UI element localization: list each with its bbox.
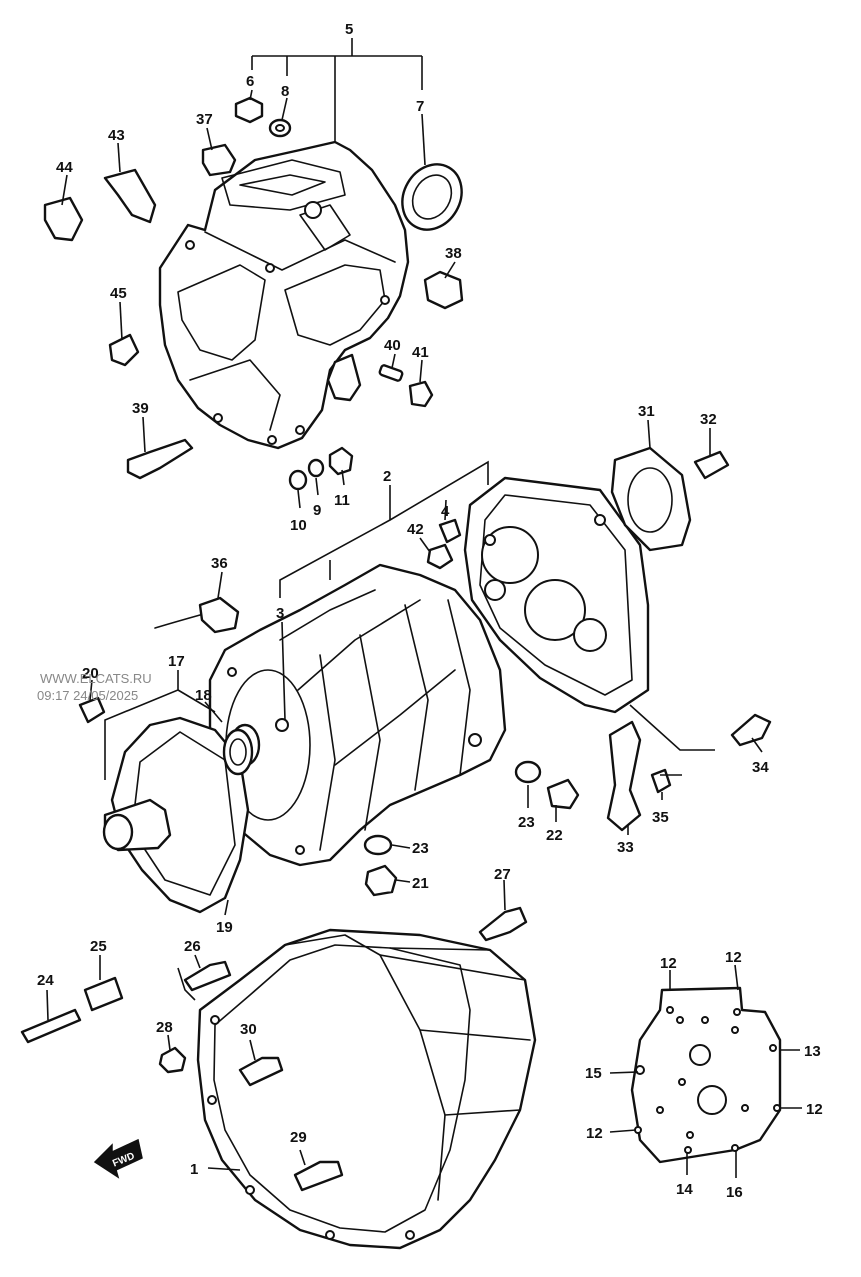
callout-39: 39 [132,400,149,417]
gasket-31 [610,446,692,552]
callout-19: 19 [216,919,233,936]
callout-12-top-left: 12 [660,955,677,972]
leader-lines [46,38,802,1178]
callout-35: 35 [652,809,669,826]
parts-middle-small [78,450,772,897]
watermark-timestamp: 09:17 24/05/2025 [37,688,138,703]
cover-gasket [630,986,782,1164]
callout-44: 44 [56,159,73,176]
parts-top-small [43,96,464,491]
watermark: WWW.ELCATS.RU 09:17 24/05/2025 [37,671,152,703]
callout-38: 38 [445,245,462,262]
adapter-plate [463,476,650,714]
callout-23-upper: 23 [518,814,535,831]
callout-30: 30 [240,1021,257,1038]
transmission-case [208,563,507,867]
callout-37: 37 [196,111,213,128]
callout-28: 28 [156,1019,173,1036]
callout-45: 45 [110,285,127,302]
callout-14: 14 [676,1181,693,1198]
callout-34: 34 [752,759,769,776]
callout-15: 15 [585,1065,602,1082]
callout-36: 36 [211,555,228,572]
callout-9: 9 [313,502,321,519]
callout-26: 26 [184,938,201,955]
callout-27: 27 [494,866,511,883]
parts-bottom-small [20,906,528,1192]
callout-5: 5 [345,21,353,38]
callout-4: 4 [441,503,450,520]
callout-12-right: 12 [806,1101,823,1118]
clutch-housing [196,928,537,1250]
callout-29: 29 [290,1129,307,1146]
callout-25: 25 [90,938,107,955]
callout-21: 21 [412,875,429,892]
callout-24: 24 [37,972,54,989]
callout-10: 10 [290,517,307,534]
callout-labels: 5 6 8 7 37 43 44 38 45 40 41 39 10 9 11 … [37,21,823,1201]
watermark-site: WWW.ELCATS.RU [40,671,152,686]
callout-22: 22 [546,827,563,844]
callout-6: 6 [246,73,254,90]
front-cover-17 [102,716,254,914]
callout-40: 40 [384,337,401,354]
callout-11: 11 [334,492,350,509]
callout-42: 42 [407,521,424,538]
callout-31: 31 [638,403,655,420]
callout-18: 18 [195,687,212,704]
callout-8: 8 [281,83,289,100]
callout-17: 17 [168,653,185,670]
callout-7: 7 [416,98,424,115]
callout-20: 20 [82,665,99,682]
callout-1: 1 [190,1161,198,1178]
callout-2: 2 [383,468,391,485]
callout-3: 3 [276,605,284,622]
callout-33: 33 [617,839,634,856]
callout-32: 32 [700,411,717,428]
callout-13: 13 [804,1043,821,1060]
callout-12-left: 12 [586,1125,603,1142]
callout-41: 41 [412,344,429,361]
extension-case [158,140,410,450]
forward-arrow-icon: FWD [93,1138,143,1179]
callout-43: 43 [108,127,125,144]
callout-23-lower: 23 [412,840,429,857]
callout-12-top-right: 12 [725,949,742,966]
callout-16: 16 [726,1184,743,1201]
